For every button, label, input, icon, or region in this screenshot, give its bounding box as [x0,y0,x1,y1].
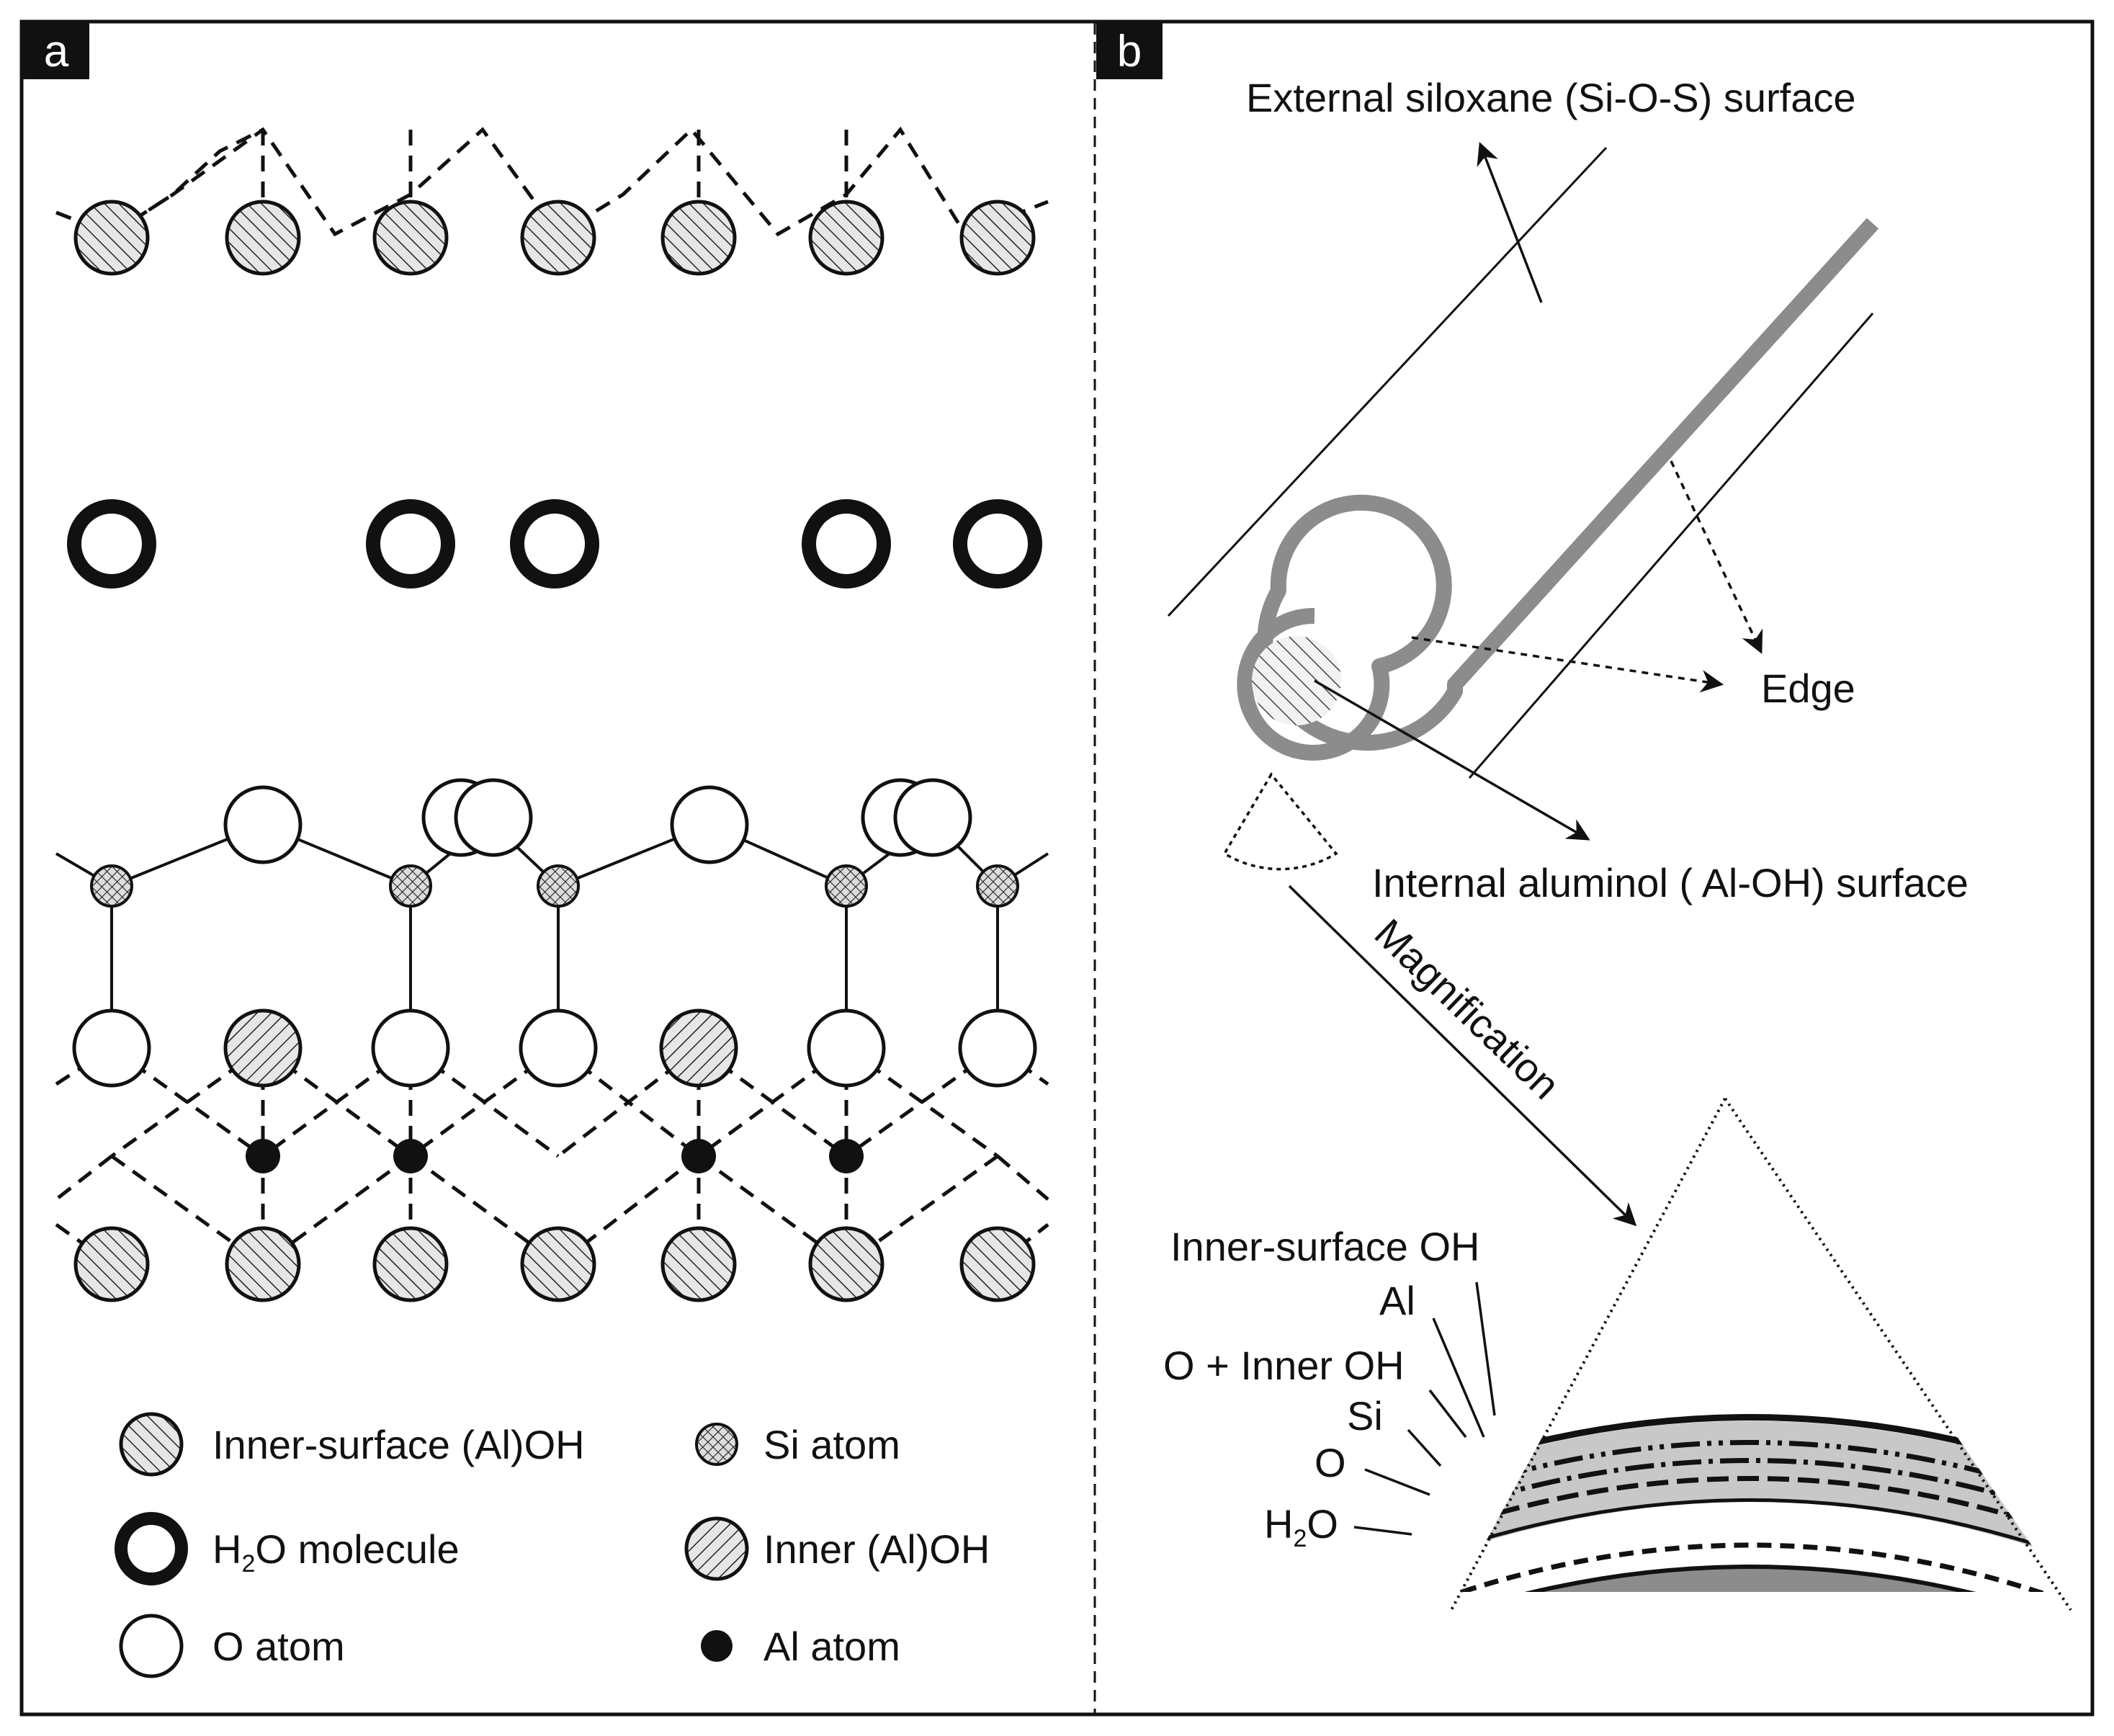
o-layer [1459,1498,2061,1554]
al-layer [1459,1440,2061,1498]
legend-h2o-molecule: H2O molecule [212,1526,460,1578]
magnified-sector-outline [1222,771,1338,871]
si-atom [537,864,580,908]
inner-surface-oh-atom [372,200,449,276]
edge-label: Edge [1761,666,1855,711]
h2o-layer [1459,1542,2061,1592]
panel-a-label: a [44,27,69,76]
hatched-circle-icon [684,1516,749,1581]
inner-surface-oh-atom [520,200,596,276]
al-atom [393,1139,428,1173]
middle-atom-row [72,1008,1037,1088]
inner-surface-oh-atom [660,1226,737,1302]
hatched-circle-icon [119,1412,184,1477]
inner-surface-oh-atom [959,200,1036,276]
apical-o-atoms [223,778,972,864]
panel-a-tag [23,23,89,79]
si-atom [976,864,1019,908]
inner-oh-layer [1459,1458,2061,1516]
legend-si-atom: Si atom [763,1422,900,1467]
h2o-molecule [366,499,455,589]
magnification-arrow [1288,885,1637,1227]
ring-icon [115,1512,188,1585]
o-atom [958,1008,1037,1088]
inner-surface-oh-atom [372,1226,449,1302]
layer-label-o-inner-oh: O + Inner OH [1163,1343,1405,1388]
layer-label-h2o: H2O [1264,1501,1338,1552]
magnified-sector [1450,1097,2072,1611]
sector-outline [1450,1097,2072,1611]
panel-b-tag [1096,23,1163,79]
tube-outline-lower [1468,313,1874,779]
tube-outline-upper [1167,146,1608,617]
inner-surface-oh-atom [225,1226,301,1302]
layer-label-o: O [1314,1440,1346,1485]
external-surface-arrow [1477,142,1543,303]
open-circle-icon [119,1614,184,1678]
edge-arrow-1 [1411,636,1724,693]
o-atom [893,778,972,857]
o-atom [371,1008,450,1088]
panel-b-label: b [1117,27,1142,76]
magnification-label: Magnification [1366,910,1569,1108]
si-atom [389,864,432,908]
inner-surface-oh-atom [959,1226,1036,1302]
legend-inner-oh: Inner (Al)OH [763,1526,990,1572]
external-surface-label: External siloxane (Si-O-S) surface [1246,75,1856,120]
internal-surface-arrow [1314,679,1590,841]
o-atom [223,785,303,864]
inner-surface-oh-atom [520,1226,596,1302]
o-atom [454,778,533,857]
panel-b-arrows [1288,142,1763,1227]
o-atom [670,785,749,864]
edge-arrow-2 [1670,460,1763,654]
inner-surface-oh-atom [660,200,737,276]
inner-surface-oh-atom [225,200,301,276]
al-atom [246,1139,280,1173]
internal-surface-label: Internal aluminol ( Al-OH) surface [1372,860,1969,905]
al-atom-row [246,1139,864,1173]
si-atom [90,864,133,908]
lumen-core [1252,636,1341,725]
al-atom [829,1139,864,1173]
inner-surface-oh-atom [808,1226,884,1302]
inner-surface-oh-atom [73,200,150,276]
filled-dot-icon [701,1630,733,1662]
layer-label-al: Al [1379,1278,1415,1323]
legend-o-atom: O atom [212,1624,345,1669]
figure-frame [19,19,2095,1717]
inner-oh-atom [223,1008,303,1088]
outer-layer-line [1459,1565,2064,1592]
inner-surface-oh-atom [73,1226,150,1302]
h2o-molecule [510,499,599,589]
o-atom [72,1008,151,1088]
inner-oh-atom [659,1008,738,1088]
panel-a-legend: Inner-surface (Al)OH H2O molecule O atom… [115,1412,990,1678]
si-layer [1459,1476,2061,1534]
water-molecule-row [67,499,1042,589]
inner-surface-oh-atom [808,200,884,276]
si-atom [825,864,868,908]
si-atom-row [90,864,1019,908]
layer-leaders [1353,1281,1496,1536]
crosshatched-circle-icon [695,1423,738,1466]
inner-layer-band [1459,1420,2060,1556]
h2o-molecule [67,499,156,589]
h2o-molecule [802,499,891,589]
outer-layer-band [1459,1567,2064,1592]
o-atom [807,1008,886,1088]
top-row-inner-surface-oh [73,200,1036,276]
nanotube-drawing [1167,146,1879,871]
bottom-row-inner-surface-oh [73,1226,1036,1302]
legend-al-atom: Al atom [763,1624,900,1669]
layer-label-si: Si [1347,1393,1383,1439]
al-atom [681,1139,716,1173]
legend-inner-surface-oh: Inner-surface (Al)OH [212,1422,585,1467]
o-atom [519,1008,598,1088]
h2o-molecule [953,499,1042,589]
layer-label-inner-surface-oh: Inner-surface OH [1170,1224,1480,1269]
panel-a-structure [55,126,1049,1266]
